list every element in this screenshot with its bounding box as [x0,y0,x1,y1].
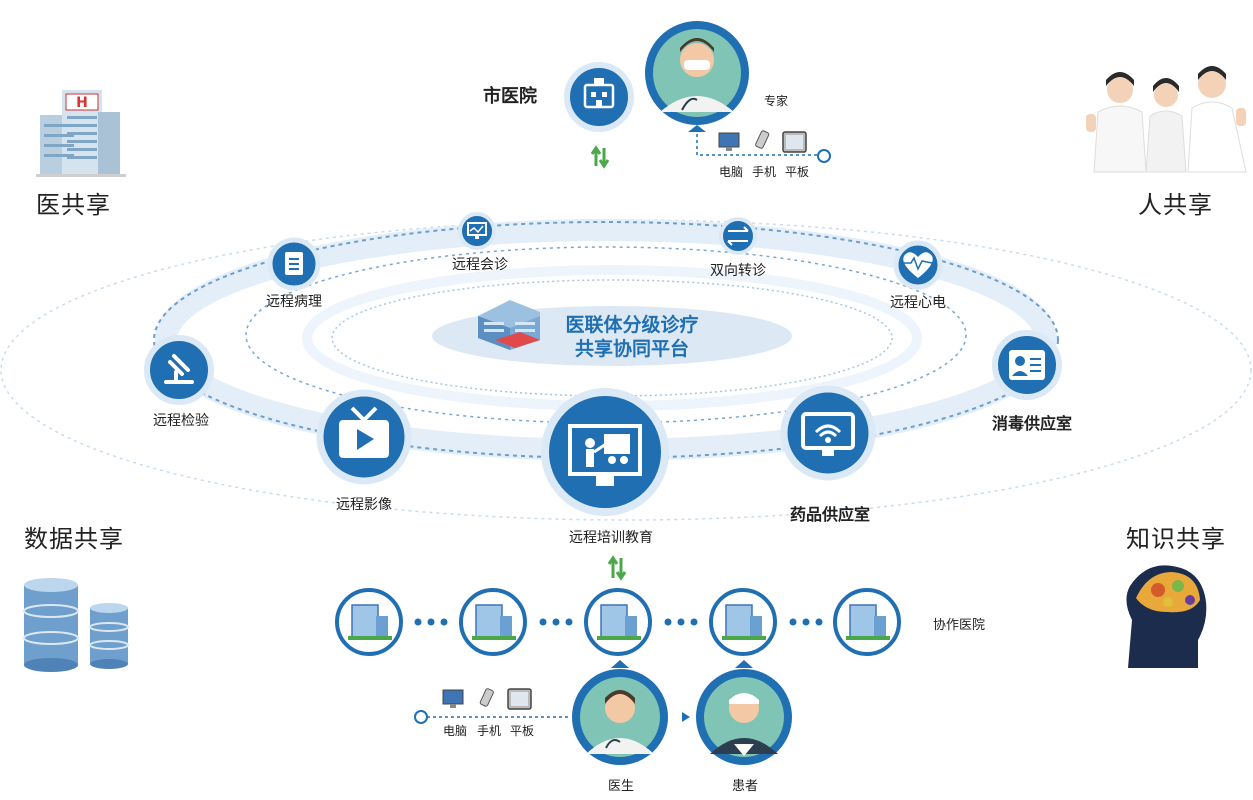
computer-icon [718,132,740,151]
ecg-node [893,240,943,290]
pathology-node [267,237,321,291]
training-node [541,388,669,516]
arrow-right-icon [682,712,690,722]
device-label-computer-bottom: 电脑 [442,724,468,738]
expert-devices-connector [696,128,818,156]
expert-avatar [645,21,749,132]
up-down-arrow-icon [590,145,610,169]
referral-node [719,217,757,255]
hospital-building-illustration: H [36,90,126,177]
city-hospital-label: 市医院 [483,86,537,107]
expert-label: 专家 [763,94,789,108]
coop-hospital-5 [833,588,901,656]
device-label-computer: 电脑 [718,165,744,179]
remote-training-label: 远程培训教育 [569,530,653,546]
inner-orbit-dotted [245,246,967,424]
coop-hospital-3 [584,588,652,656]
remote-pathology-label: 远程病理 [266,294,322,310]
up-down-arrow-icon-bottom [607,555,627,581]
lab-node [144,335,214,405]
cooperative-hospital-label: 协作医院 [932,618,986,633]
coop-hospital-4 [709,588,777,656]
medical-staff-illustration [1086,66,1247,173]
patient-avatar [696,660,792,765]
remote-ecg-label: 远程心电 [890,295,946,311]
tablet-icon [782,131,807,153]
city-hospital-node [564,62,634,132]
svg-text:H: H [76,95,88,111]
doctor-avatar [572,660,668,765]
computer-icon-bottom [442,689,464,708]
connector-end [817,149,831,163]
imaging-node [316,389,412,485]
pharmacy-node [780,385,876,481]
outer-orbit [0,219,1252,521]
data-sharing-label: 数据共享 [24,525,124,553]
disinfection-supply-label: 消毒供应室 [991,414,1073,433]
device-label-phone-bottom: 手机 [476,724,502,738]
consultation-node [458,212,496,250]
pharmacy-supply-label: 药品供应室 [789,505,871,524]
remote-consultation-label: 远程会诊 [452,257,508,273]
coop-hospital-1 [335,588,403,656]
medical-sharing-label: 医共享 [36,191,111,219]
remote-imaging-label: 远程影像 [336,497,392,513]
phone-icon [755,130,770,149]
talent-sharing-label: 人共享 [1138,191,1213,219]
platform-title: 医联体分级诊疗 共享协同平台 [565,313,698,361]
device-label-tablet: 平板 [784,165,810,179]
device-label-phone: 手机 [751,165,777,179]
platform-title-line1: 医联体分级诊疗 [565,314,699,336]
disinfection-node [992,330,1062,400]
remote-lab-label: 远程检验 [153,413,209,429]
doctor-label: 医生 [607,779,635,794]
coop-hospital-2 [459,588,527,656]
patient-label: 患者 [731,779,759,794]
tablet-icon-bottom [507,688,532,710]
two-way-referral-label: 双向转诊 [710,263,766,279]
database-illustration [23,578,129,672]
main-orbit-dotted [153,221,1059,459]
center-orbit-ring [331,279,893,397]
brain-head-illustration [1126,565,1207,668]
platform-title-line2: 共享协同平台 [574,338,690,360]
knowledge-sharing-label: 知识共享 [1126,525,1226,553]
connector-end-bottom [414,710,428,724]
cooperative-hospitals-row [335,588,901,656]
device-label-tablet-bottom: 平板 [509,724,535,738]
phone-icon-bottom [479,688,494,707]
center-hospital-icon [478,300,540,350]
